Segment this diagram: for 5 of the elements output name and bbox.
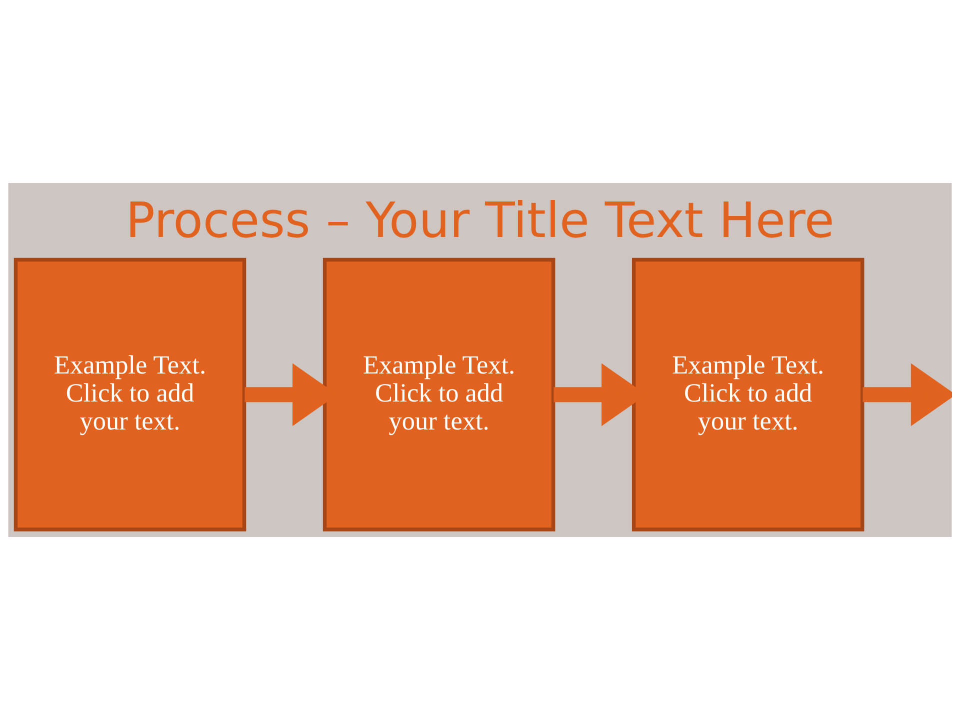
node-box: Example Text. Click to add your text.	[322, 258, 556, 532]
arrow	[862, 363, 952, 426]
node-box: Example Text. Click to add your text.	[632, 258, 864, 532]
diagram-title: Process – Your Title Text Here	[126, 192, 834, 249]
node-box: Example Text. Click to add your text.	[14, 258, 246, 532]
